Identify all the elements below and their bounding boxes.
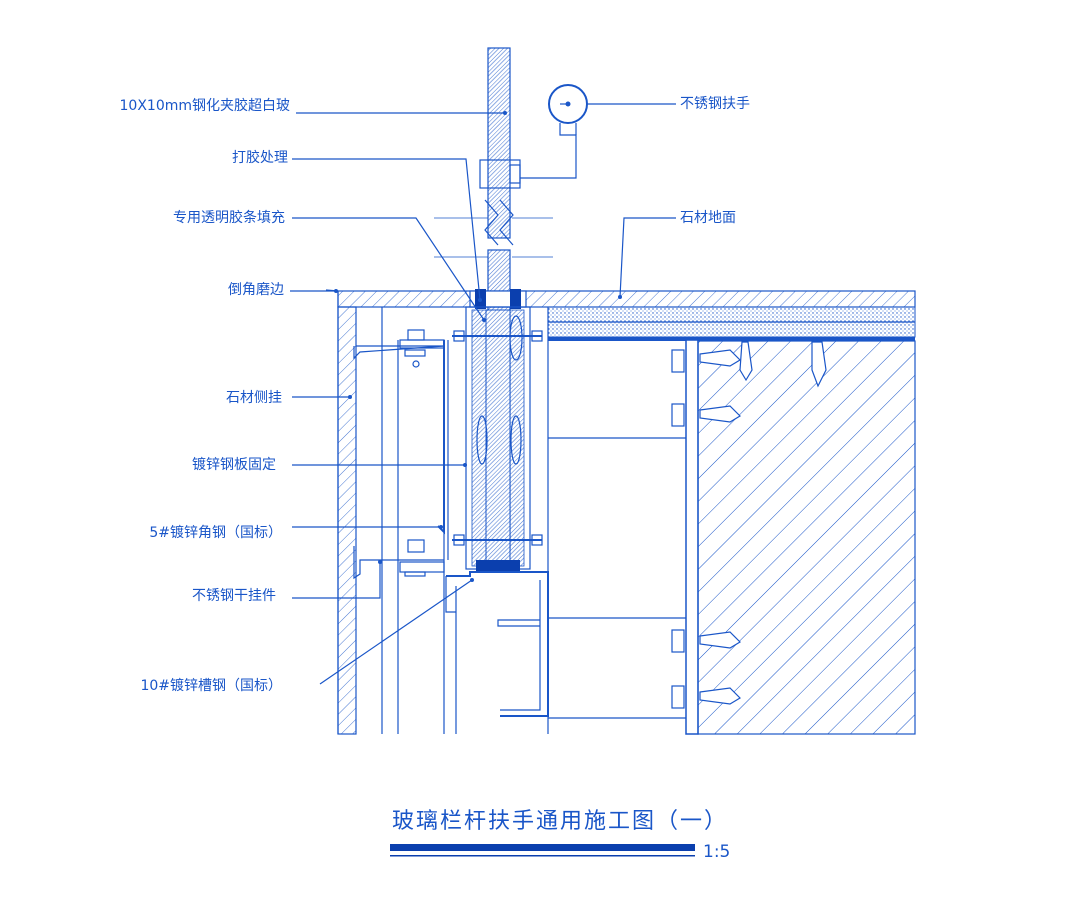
structure-wall bbox=[547, 307, 916, 735]
glass-clamp bbox=[452, 306, 543, 572]
leader-lines bbox=[290, 103, 676, 685]
label-glue: 打胶处理 bbox=[232, 149, 288, 166]
label-stone-floor: 石材地面 bbox=[680, 210, 736, 226]
reference-lines bbox=[434, 217, 553, 258]
label-handrail: 不锈钢扶手 bbox=[680, 96, 750, 112]
title-bar-thin bbox=[390, 855, 695, 857]
leader-strip bbox=[292, 217, 485, 321]
channel-steel bbox=[445, 571, 549, 734]
drawing-title: 玻璃栏杆扶手通用施工图（一） bbox=[392, 809, 728, 834]
label-angle: 5#镀锌角钢（国标） bbox=[149, 524, 282, 541]
label-stone-side: 石材侧挂 bbox=[226, 390, 282, 406]
drawing-scale: 1:5 bbox=[703, 842, 730, 862]
label-hanger: 不锈钢干挂件 bbox=[192, 588, 276, 604]
label-channel: 10#镀锌槽钢（国标） bbox=[140, 677, 282, 694]
label-plate: 镀锌钢板固定 bbox=[192, 456, 276, 473]
stone-cap bbox=[337, 289, 916, 309]
callout-labels: 10X10mm钢化夹胶超白玻 打胶处理 专用透明胶条填充 倒角磨边 石材侧挂 镀… bbox=[120, 96, 751, 694]
label-chamfer: 倒角磨边 bbox=[228, 282, 284, 298]
label-clear-strip: 专用透明胶条填充 bbox=[173, 209, 285, 226]
leader-hanger bbox=[292, 562, 381, 599]
label-glass: 10X10mm钢化夹胶超白玻 bbox=[120, 97, 291, 114]
leader-floor bbox=[619, 217, 676, 298]
title-block: 玻璃栏杆扶手通用施工图（一） 1:5 bbox=[390, 809, 730, 862]
leader-glue bbox=[292, 158, 481, 301]
stone-side-cladding bbox=[325, 289, 357, 735]
floor-bedding bbox=[547, 306, 916, 341]
leader-channel bbox=[319, 579, 473, 685]
title-bar-thick bbox=[390, 844, 695, 851]
steel-frame bbox=[353, 307, 449, 734]
